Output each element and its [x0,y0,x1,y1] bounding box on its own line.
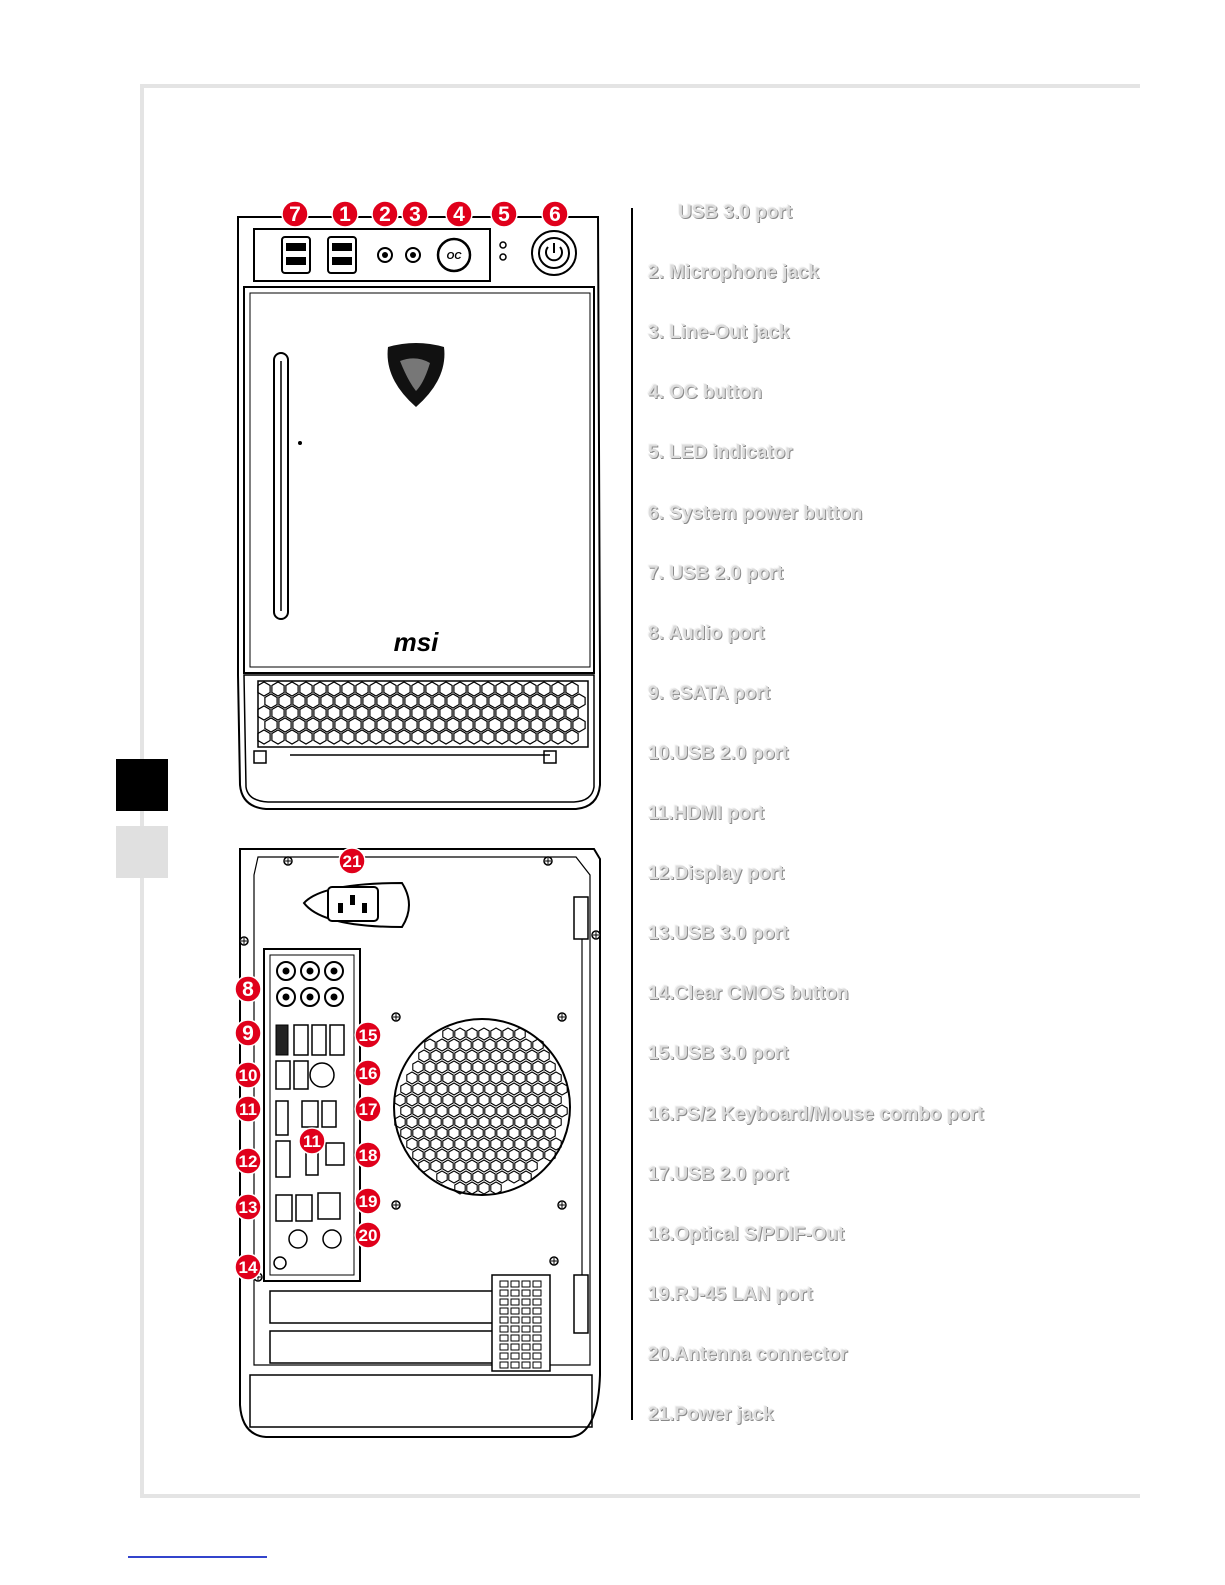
callout-badge [298,1127,326,1155]
callout-number: 1 [339,203,351,226]
callout-badge [541,200,569,228]
legend-item: 19.RJ-45 LAN port [648,1283,813,1305]
callout-number: 10 [239,1066,258,1085]
usb3-rear-port [329,1024,345,1056]
legend-item: 7. USB 2.0 port [648,562,784,584]
callout-number: 5 [498,203,510,226]
legend-item: 3. Line-Out jack [648,322,790,344]
antenna-connector [288,1229,308,1249]
callout-badge [354,1141,382,1169]
usb2-front-port [281,236,311,274]
legend-item: 8. Audio port [648,622,765,644]
legend-item: 14.Clear CMOS button [648,983,849,1005]
callout-number: 21 [343,852,362,871]
legend-item: 18.Optical S/PDIF-Out [648,1223,845,1245]
usb2-rear-port [275,1060,291,1090]
legend-item: 16.PS/2 Keyboard/Mouse combo port [648,1103,984,1125]
callout-badge [234,1061,262,1089]
page-frame-top [140,84,1140,88]
callout-number: 12 [239,1152,258,1171]
callout-badge [354,1059,382,1087]
legend-item: 13.USB 3.0 port [648,923,789,945]
rear-fan-grille [394,1027,568,1195]
usb3-front-port [327,236,357,274]
chapter-tab-active [116,759,168,811]
callout-number: 6 [549,203,561,226]
callout-number: 18 [359,1146,378,1165]
footer-link-underline[interactable] [128,1556,267,1558]
callout-number: 7 [289,203,301,226]
led-indicator [499,241,507,249]
legend-item: USB 3.0 port [678,202,793,223]
callout-badge [354,1187,382,1215]
callout-number: 11 [239,1100,257,1119]
legend-item: 10.USB 2.0 port [648,742,789,764]
ps2-port [309,1062,335,1088]
callout-badge [354,1221,382,1249]
callout-number: 11 [303,1132,321,1151]
callout-number: 16 [359,1064,378,1083]
clear-cmos-button [273,1256,287,1270]
callout-badge [401,200,429,228]
legend-item: 4. OC button [648,382,762,404]
callout-badge [234,1147,262,1175]
front-vent-grille [257,681,586,745]
legend-item: 9. eSATA port [648,682,771,704]
rear-panel-illustration: 21 8 9 10 11 12 13 14 15 16 17 11 18 19 20 [234,847,601,1438]
legend-item: 12.Display port [648,863,785,885]
legend-item: 21.Power jack [648,1404,774,1425]
page-frame-bottom [140,1494,1140,1498]
callout-badge [338,847,366,875]
callout-number: 20 [359,1226,378,1245]
callout-badge [354,1021,382,1049]
audio-ports [276,961,344,1007]
brand-logo-text: msi [394,627,440,657]
rj45-port [317,1192,341,1220]
callout-badge [354,1095,382,1123]
spdif-port [325,1142,345,1166]
callout-number: 14 [239,1258,258,1277]
callout-number: 4 [453,203,465,226]
callout-badge [234,1095,262,1123]
callout-badge [281,200,309,228]
callout-number: 15 [359,1026,378,1045]
legend-item: 20.Antenna connector [648,1343,848,1365]
legend-item: 11.HDMI port [648,803,765,824]
callout-badge [234,975,262,1003]
column-divider [631,208,633,1420]
esata-port [275,1024,289,1056]
callout-number: 13 [239,1198,258,1217]
callout-number: 3 [409,203,421,226]
hdmi-port [275,1100,289,1136]
callout-number: 17 [359,1100,378,1119]
callout-number: 9 [242,1022,254,1045]
callout-number: 8 [242,978,254,1001]
chapter-tab-inactive [116,826,168,878]
usb2-rear-port-2 [321,1100,337,1128]
callout-number: 19 [359,1192,378,1211]
legend-item: 17.USB 2.0 port [648,1163,789,1185]
usb3-rear-port-2 [275,1194,293,1222]
legend-item: 6. System power button [648,502,863,524]
legend-item: 2. Microphone jack [648,262,820,284]
callout-badge [331,200,359,228]
oc-button [436,237,472,273]
callout-badge [234,1019,262,1047]
oc-button-label: OC [447,251,463,262]
legend-item: 5. LED indicator [648,442,793,464]
display-port [275,1140,291,1178]
legend-item: 15.USB 3.0 port [648,1043,789,1065]
callout-badge [445,200,473,228]
msi-dragon-shield-icon [387,343,445,407]
chassis-screw-icon [239,856,601,1282]
power-jack [302,881,410,929]
callout-number: 2 [379,203,391,226]
callout-badge [234,1253,262,1281]
callout-badge [371,200,399,228]
callout-badge [490,200,518,228]
callout-badge [234,1193,262,1221]
